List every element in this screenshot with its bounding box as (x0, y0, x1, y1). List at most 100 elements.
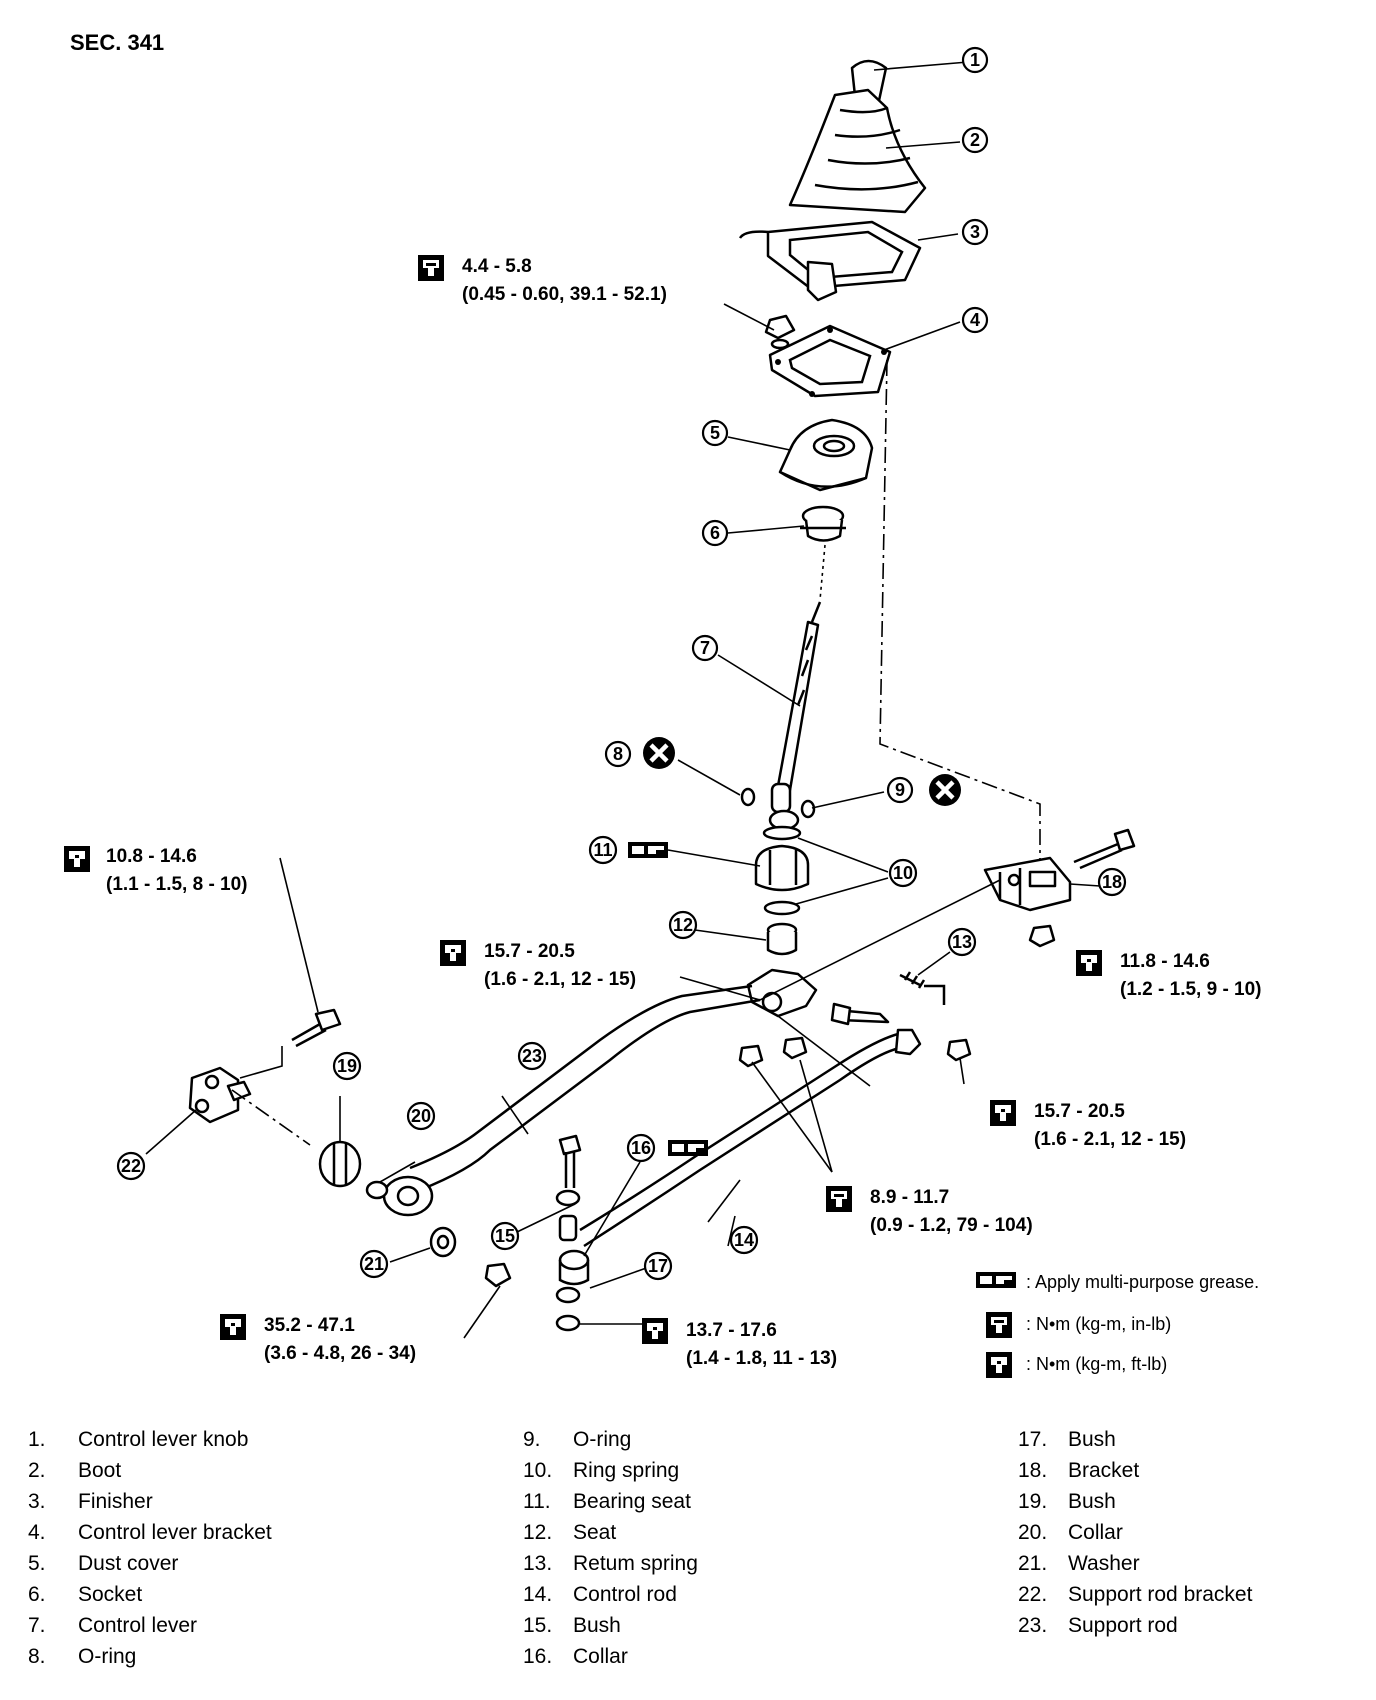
svg-text:(3.6 - 4.8, 26 - 34): (3.6 - 4.8, 26 - 34) (264, 1343, 416, 1364)
support-rod-bracket (188, 1066, 252, 1124)
assembly-line-support-rod (231, 1089, 311, 1146)
replace-icon-9 (929, 774, 961, 806)
washer (429, 1226, 457, 1258)
part-name: O-ring (573, 1428, 632, 1451)
list-item: 12.Seat (523, 1517, 698, 1548)
part-number: 8. (28, 1645, 46, 1668)
torque-spec-lever-bracket: 4.4 - 5.8 (0.45 - 0.60, 39.1 - 52.1) (418, 255, 667, 305)
part-name: Control rod (573, 1583, 677, 1606)
grease-icon-16 (668, 1140, 708, 1156)
svg-text:1: 1 (970, 50, 980, 70)
part-number: 11. (523, 1490, 551, 1513)
part-number: 22. (1018, 1583, 1048, 1606)
svg-text:: Apply multi-purpose grease.: : Apply multi-purpose grease. (1026, 1272, 1259, 1292)
part-name: Ring spring (573, 1459, 680, 1482)
callout-8: 8 (604, 740, 632, 768)
callout-21: 21 (359, 1249, 389, 1279)
part-number: 3. (28, 1490, 46, 1513)
control-lever-bracket (768, 324, 892, 398)
list-item: 7.Control lever (28, 1610, 272, 1641)
svg-text:4.4 - 5.8: 4.4 - 5.8 (462, 256, 532, 277)
list-item: 14.Control rod (523, 1579, 698, 1610)
list-item: 18.Bracket (1018, 1455, 1252, 1486)
part-number: 13. (523, 1552, 553, 1575)
torque-ft-lb-icon (64, 846, 90, 872)
callout-10: 10 (888, 858, 918, 888)
collar-20 (365, 1180, 389, 1200)
list-item: 23.Support rod (1018, 1610, 1252, 1641)
part-number: 10. (523, 1459, 553, 1482)
part-name: Support rod bracket (1068, 1583, 1253, 1606)
grease-icon-11 (628, 842, 668, 858)
part-name: Control lever bracket (78, 1521, 272, 1544)
part-number: 23. (1018, 1614, 1048, 1637)
replace-icon-8 (643, 737, 675, 769)
part-number: 5. (28, 1552, 46, 1575)
part-number: 6. (28, 1583, 46, 1606)
grease-icon (976, 1272, 1016, 1288)
bracket (983, 856, 1072, 948)
parts-column-3: 17.Bush 18.Bracket 19.Bush 20.Collar 21.… (1018, 1424, 1252, 1641)
part-name: Bush (1068, 1428, 1116, 1451)
list-item: 13. Retum spring (523, 1548, 698, 1579)
callout-7: 7 (691, 634, 719, 662)
torque-ft-lb-icon (642, 1318, 668, 1344)
svg-text:11.8 - 14.6: 11.8 - 14.6 (1120, 951, 1210, 972)
part-name: O-ring (78, 1645, 137, 1668)
svg-text:(0.9 - 1.2, 79 - 104): (0.9 - 1.2, 79 - 104) (870, 1215, 1033, 1236)
callout-23: 23 (517, 1041, 547, 1071)
callout-19: 19 (332, 1051, 362, 1081)
torque-spec-rod-end-nut: 15.7 - 20.5 (1.6 - 2.1, 12 - 15) (990, 1100, 1186, 1150)
rod-end-nut (946, 1038, 972, 1062)
torque-spec-bracket-nut: 11.8 - 14.6 (1.2 - 1.5, 9 - 10) (1076, 950, 1262, 1000)
leader-lines (145, 61, 1101, 1339)
svg-text:23: 23 (522, 1046, 542, 1066)
callout-20: 20 (406, 1101, 436, 1131)
o-ring-8 (740, 787, 756, 807)
boot (788, 88, 927, 214)
svg-text:(1.6 - 2.1, 12 - 15): (1.6 - 2.1, 12 - 15) (484, 969, 636, 990)
ring-spring-lower (763, 900, 801, 916)
finisher (738, 220, 922, 302)
callout-6: 6 (701, 519, 729, 547)
svg-text:3: 3 (970, 222, 980, 242)
support-rod-bolt (291, 1008, 342, 1048)
torque-spec-support-rod-nut: 35.2 - 47.1 (3.6 - 4.8, 26 - 34) (220, 1314, 416, 1364)
support-rod (382, 984, 761, 1217)
list-item: 6.Socket (28, 1579, 272, 1610)
svg-text:4: 4 (970, 310, 980, 330)
torque-spec-control-rod-bolt: 13.7 - 17.6 (1.4 - 1.8, 11 - 13) (642, 1318, 837, 1369)
list-item: 8. O-ring (28, 1641, 272, 1672)
callout-18: 18 (1097, 867, 1127, 897)
callout-16: 16 (626, 1133, 656, 1163)
list-item: 10. Ring spring (523, 1455, 698, 1486)
list-item: 5.Dust cover (28, 1548, 272, 1579)
svg-text:: N•m (kg-m, in-lb): : N•m (kg-m, in-lb) (1026, 1314, 1171, 1334)
bush-19 (318, 1140, 362, 1188)
parts-column-1: 1.Control lever knob 2.Boot 3.Finisher 4… (28, 1424, 272, 1672)
part-name: Seat (573, 1521, 617, 1544)
part-number: 7. (28, 1614, 46, 1637)
svg-text:16: 16 (631, 1138, 651, 1158)
seat (766, 922, 798, 956)
part-name: Retum spring (573, 1552, 698, 1575)
list-item: 19.Bush (1018, 1486, 1252, 1517)
part-number: 17. (1018, 1428, 1048, 1451)
parts-column-2: 9.O-ring 10.Ring spring 11.Bearing seat … (523, 1424, 698, 1672)
return-spring (899, 971, 946, 1005)
callout-14: 14 (729, 1225, 759, 1255)
torque-in-lb-icon (826, 1186, 852, 1212)
socket (800, 505, 846, 542)
support-rod-nut (484, 1262, 512, 1288)
bracket-bolt (1073, 828, 1136, 870)
part-number: 16. (523, 1645, 553, 1668)
part-number: 20. (1018, 1521, 1048, 1544)
svg-text:19: 19 (337, 1056, 357, 1076)
list-item: 3.Finisher (28, 1486, 272, 1517)
part-name: Collar (1068, 1521, 1123, 1544)
list-item: 15.Bush (523, 1610, 698, 1641)
list-item: 9.O-ring (523, 1424, 698, 1455)
svg-text:7: 7 (700, 638, 710, 658)
callout-1: 1 (961, 46, 989, 74)
